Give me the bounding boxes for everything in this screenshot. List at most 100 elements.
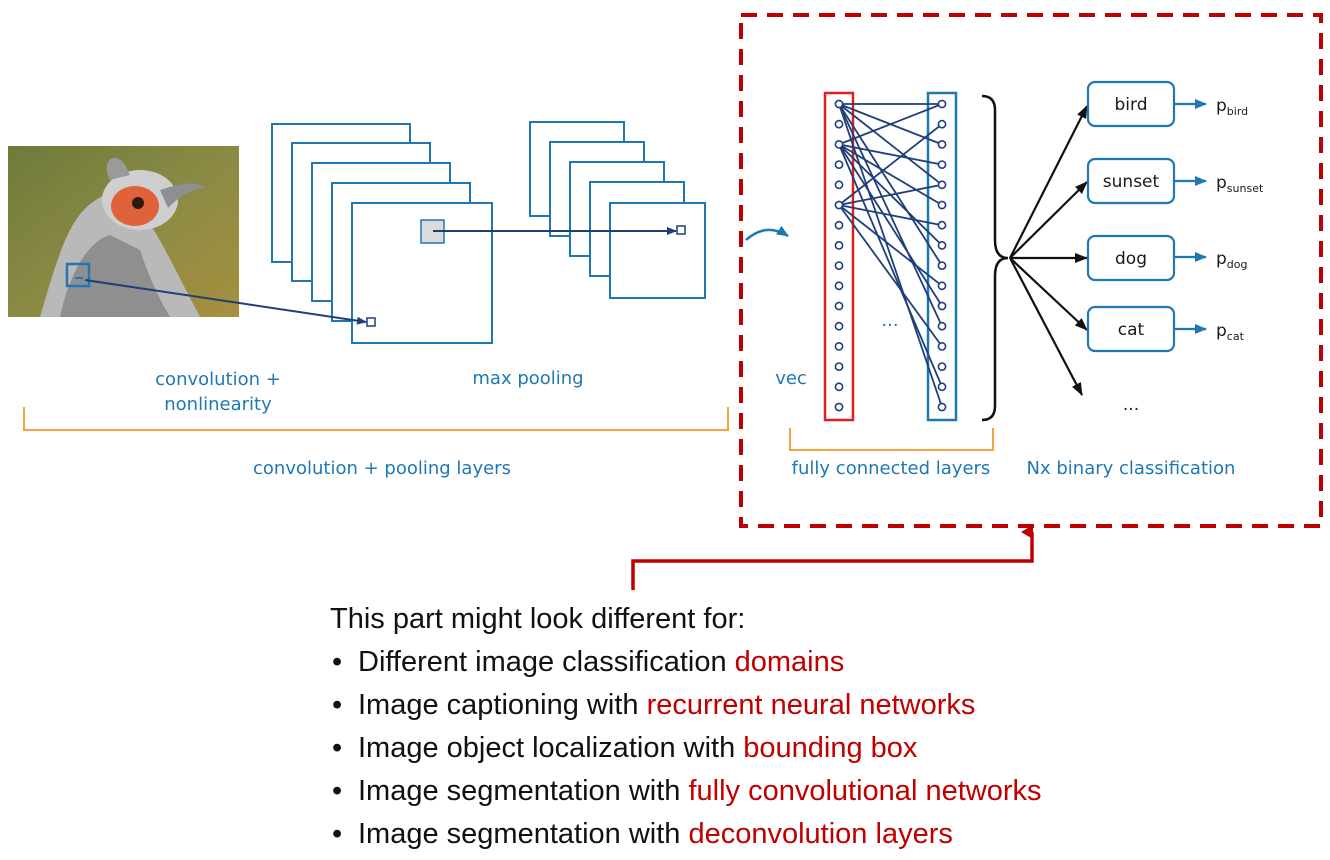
fc-connection bbox=[838, 143, 943, 307]
conv-target-cell bbox=[366, 317, 376, 327]
fc-node bbox=[937, 261, 947, 270]
class-bird: bird pbird bbox=[1086, 80, 1248, 128]
fc-connection bbox=[838, 144, 943, 388]
fc-node bbox=[937, 362, 947, 371]
pool-label: max pooling bbox=[472, 368, 583, 389]
vec-node bbox=[834, 402, 844, 412]
pool-target-cell bbox=[676, 225, 686, 235]
note-highlight: domains bbox=[734, 646, 845, 678]
vec-node bbox=[834, 119, 844, 129]
fc-node bbox=[937, 382, 947, 392]
fc-node bbox=[937, 341, 947, 351]
vec-node bbox=[834, 341, 844, 351]
vec-node bbox=[834, 180, 844, 190]
more-classes-ellipsis: ... bbox=[1123, 395, 1139, 415]
vec-node bbox=[834, 301, 844, 311]
fc-connection bbox=[838, 204, 943, 347]
fc-connection bbox=[838, 143, 943, 166]
conv-label-line2: nonlinearity bbox=[164, 394, 272, 415]
prob-subscript: sunset bbox=[1227, 182, 1264, 195]
fc-ellipsis: ... bbox=[881, 310, 898, 331]
conv-label-line1: convolution + bbox=[155, 369, 281, 390]
notes-list: Different image classification domains I… bbox=[330, 641, 1330, 856]
conv-pool-bracket bbox=[23, 407, 729, 431]
vec-node bbox=[834, 99, 844, 109]
class-name: sunset bbox=[1103, 172, 1160, 192]
vec-node bbox=[834, 321, 844, 331]
prob-subscript: cat bbox=[1227, 330, 1245, 343]
fc-connection bbox=[838, 103, 943, 186]
fc-bracket bbox=[789, 428, 994, 451]
conv-feature-maps bbox=[271, 123, 493, 344]
classifier-arrows bbox=[1009, 105, 1088, 396]
class-name: dog bbox=[1115, 249, 1147, 269]
vec-node bbox=[834, 261, 844, 270]
fc-connection bbox=[838, 204, 943, 287]
notes-block: This part might look different for: Diff… bbox=[330, 598, 1330, 856]
prob-subscript: bird bbox=[1227, 105, 1248, 118]
vec-arrow bbox=[745, 225, 789, 241]
prob-symbol: p bbox=[1216, 96, 1227, 116]
fc-node bbox=[937, 321, 947, 331]
fc-node bbox=[937, 220, 947, 230]
fc-node bbox=[937, 240, 947, 250]
prob-symbol: p bbox=[1216, 249, 1227, 269]
note-item: Image captioning with recurrent neural n… bbox=[330, 684, 1330, 727]
fc-connection bbox=[838, 183, 943, 206]
prob-symbol: p bbox=[1216, 321, 1227, 341]
fc-node bbox=[937, 180, 947, 190]
svg-text:psunset: psunset bbox=[1216, 173, 1264, 195]
fc-node bbox=[937, 200, 947, 210]
receptive-field-box bbox=[65, 262, 91, 288]
vec-node bbox=[834, 240, 844, 250]
fc-node bbox=[937, 160, 947, 169]
note-item: Image object localization with bounding … bbox=[330, 727, 1330, 770]
note-highlight: recurrent neural networks bbox=[646, 689, 976, 721]
fc-connection bbox=[838, 143, 943, 206]
fc-connection bbox=[838, 123, 943, 206]
vec-node bbox=[834, 362, 844, 371]
class-dog: dog pdog bbox=[1086, 234, 1248, 282]
input-bird-image bbox=[8, 146, 239, 317]
note-highlight: bounding box bbox=[743, 732, 918, 764]
vec-node bbox=[834, 382, 844, 392]
fc-node bbox=[937, 402, 947, 412]
class-cat: cat pcat bbox=[1086, 305, 1245, 353]
vec-node bbox=[834, 139, 844, 149]
fc-node bbox=[937, 301, 947, 311]
note-item: Different image classification domains bbox=[330, 641, 1330, 684]
vec-label: vec bbox=[775, 368, 807, 389]
svg-text:pdog: pdog bbox=[1216, 249, 1248, 271]
fc-connection bbox=[838, 103, 943, 146]
fc-connection bbox=[838, 204, 943, 227]
fc-connections bbox=[838, 103, 943, 408]
fc-node bbox=[937, 281, 947, 291]
fc-node bbox=[937, 139, 947, 149]
note-item: Image segmentation with fully convolutio… bbox=[330, 770, 1330, 813]
note-highlight: deconvolution layers bbox=[688, 818, 953, 850]
fc-nodes bbox=[834, 99, 947, 412]
vec-node bbox=[834, 200, 844, 210]
fc-connection bbox=[838, 103, 943, 408]
note-highlight: fully convolutional networks bbox=[688, 775, 1042, 807]
prob-symbol: p bbox=[1216, 173, 1227, 193]
fc-output-brace bbox=[981, 94, 1009, 422]
class-name: bird bbox=[1115, 95, 1148, 115]
note-item: Image segmentation with deconvolution la… bbox=[330, 813, 1330, 856]
fc-group-label: fully connected layers bbox=[792, 458, 991, 479]
callout-connector bbox=[631, 525, 1034, 590]
notes-heading: This part might look different for: bbox=[330, 603, 746, 635]
vec-node bbox=[834, 220, 844, 230]
fc-node bbox=[937, 99, 947, 109]
conv-arrow bbox=[84, 279, 367, 325]
vec-node bbox=[834, 160, 844, 169]
pooled-feature-maps bbox=[529, 121, 706, 299]
svg-text:pbird: pbird bbox=[1216, 96, 1248, 118]
svg-text:pcat: pcat bbox=[1216, 321, 1245, 343]
conv-pool-group-label: convolution + pooling layers bbox=[253, 458, 511, 479]
class-name: cat bbox=[1118, 320, 1145, 340]
prob-subscript: dog bbox=[1227, 258, 1248, 271]
vec-node bbox=[834, 281, 844, 291]
classification-label: Nx binary classification bbox=[1027, 458, 1236, 479]
